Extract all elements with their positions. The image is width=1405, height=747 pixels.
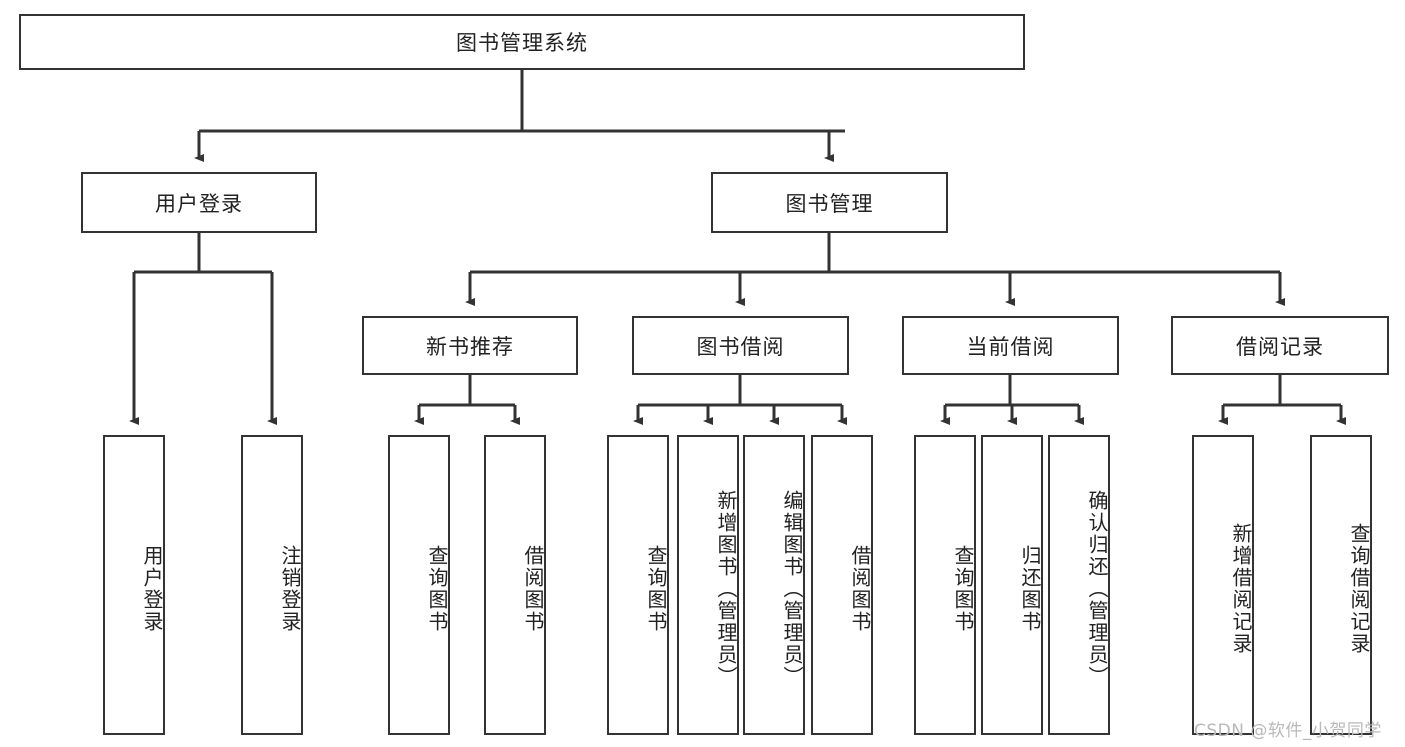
node-new-book-recommend[interactable]: 新书推荐 bbox=[362, 316, 578, 375]
node-book-management[interactable]: 图书管理 bbox=[711, 172, 948, 233]
node-leaf-add-borrow-record[interactable]: 新增借阅记录 bbox=[1192, 435, 1254, 735]
node-leaf-user-login-label: 用户登录 bbox=[140, 545, 164, 633]
node-new-book-recommend-label: 新书推荐 bbox=[426, 334, 514, 359]
node-leaf-query-borrow-record-label: 查询借阅记录 bbox=[1347, 523, 1371, 655]
node-leaf-borrow-book-2[interactable]: 借阅图书 bbox=[811, 435, 873, 735]
node-leaf-borrow-book-1-label: 借阅图书 bbox=[521, 545, 545, 633]
node-leaf-add-book[interactable]: 新增图书（管理员） bbox=[677, 435, 739, 735]
node-leaf-edit-book-label: 编辑图书（管理员） bbox=[780, 490, 804, 688]
node-root-label: 图书管理系统 bbox=[456, 31, 588, 55]
node-leaf-query-borrow-record[interactable]: 查询借阅记录 bbox=[1310, 435, 1372, 735]
node-leaf-query-book-3-label: 查询图书 bbox=[951, 545, 975, 633]
node-leaf-borrow-book-2-label: 借阅图书 bbox=[848, 545, 872, 633]
node-leaf-query-book-1[interactable]: 查询图书 bbox=[388, 435, 450, 735]
node-user-login-label: 用户登录 bbox=[155, 191, 243, 216]
node-leaf-query-book-3[interactable]: 查询图书 bbox=[914, 435, 976, 735]
node-leaf-return-book[interactable]: 归还图书 bbox=[981, 435, 1043, 735]
node-current-borrow-label: 当前借阅 bbox=[966, 334, 1055, 359]
node-leaf-logout-label: 注销登录 bbox=[278, 545, 302, 633]
node-book-borrow[interactable]: 图书借阅 bbox=[632, 316, 849, 375]
node-root[interactable]: 图书管理系统 bbox=[19, 14, 1025, 70]
node-leaf-query-book-2-label: 查询图书 bbox=[644, 545, 668, 633]
node-leaf-edit-book[interactable]: 编辑图书（管理员） bbox=[743, 435, 805, 735]
node-leaf-add-borrow-record-label: 新增借阅记录 bbox=[1229, 523, 1253, 655]
node-leaf-user-login[interactable]: 用户登录 bbox=[103, 435, 165, 735]
node-borrow-record[interactable]: 借阅记录 bbox=[1171, 316, 1389, 375]
node-borrow-record-label: 借阅记录 bbox=[1236, 334, 1324, 359]
node-user-login[interactable]: 用户登录 bbox=[81, 172, 317, 233]
node-leaf-borrow-book-1[interactable]: 借阅图书 bbox=[484, 435, 546, 735]
node-current-borrow[interactable]: 当前借阅 bbox=[902, 316, 1119, 375]
node-leaf-query-book-1-label: 查询图书 bbox=[425, 545, 449, 633]
node-book-management-label: 图书管理 bbox=[785, 191, 874, 216]
node-leaf-confirm-return-label: 确认归还（管理员） bbox=[1085, 490, 1109, 688]
node-book-borrow-label: 图书借阅 bbox=[696, 334, 785, 359]
node-leaf-confirm-return[interactable]: 确认归还（管理员） bbox=[1048, 435, 1110, 735]
csdn-watermark: CSDN @软件_小贺同学 bbox=[1194, 721, 1382, 741]
node-leaf-add-book-label: 新增图书（管理员） bbox=[714, 490, 738, 688]
node-leaf-query-book-2[interactable]: 查询图书 bbox=[607, 435, 669, 735]
node-leaf-return-book-label: 归还图书 bbox=[1018, 545, 1042, 633]
node-leaf-logout[interactable]: 注销登录 bbox=[241, 435, 303, 735]
